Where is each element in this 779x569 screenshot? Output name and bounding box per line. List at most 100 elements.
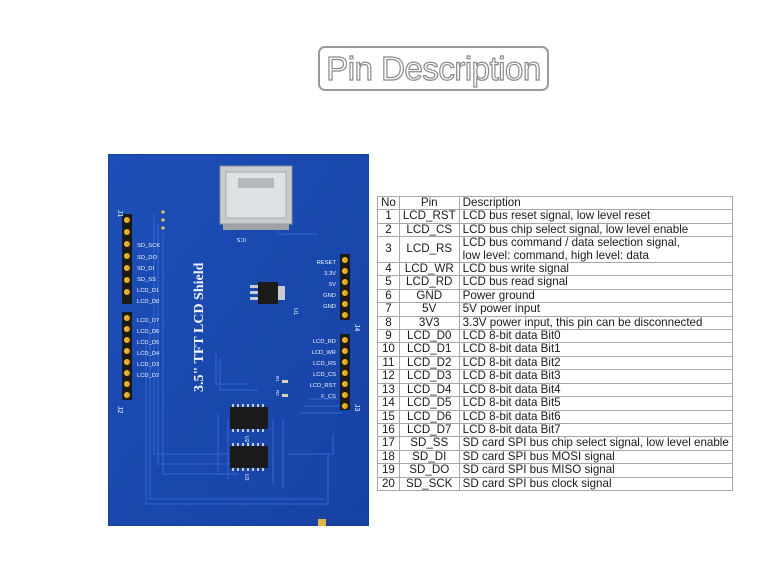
u1-label: U1 xyxy=(292,308,298,315)
cell-description: Power ground xyxy=(458,288,733,304)
voltage-regulator-u1 xyxy=(250,282,285,304)
cell-description: LCD bus command / data selection signal,… xyxy=(458,236,733,264)
resistors xyxy=(282,380,288,397)
label-3v3: 3.3V xyxy=(324,271,336,277)
u4-label: U4 xyxy=(358,510,364,515)
pcb-traces xyxy=(145,169,342,505)
sd-card-slot xyxy=(219,165,293,230)
cell-pin: LCD_D0 xyxy=(398,329,460,344)
j2-label: J2 xyxy=(116,406,123,414)
cell-pin: LCD_RS xyxy=(398,236,460,264)
cell-pin: 3V3 xyxy=(398,315,460,331)
cell-pin: SD_DO xyxy=(398,463,460,478)
cell-description: SD card SPI bus clock signal xyxy=(458,476,733,491)
cell-description: LCD 8-bit data Bit7 xyxy=(458,422,733,438)
header-j3 xyxy=(340,334,350,410)
j1-label: J1 xyxy=(116,210,123,218)
cell-pin: LCD_D4 xyxy=(398,382,460,398)
header-j4 xyxy=(340,254,350,320)
bottom-right-tab xyxy=(318,519,326,526)
header-j2 xyxy=(122,312,132,400)
cell-no: 15 xyxy=(377,409,400,424)
j4-label: J4 xyxy=(353,324,360,332)
cell-no: 2 xyxy=(377,222,400,238)
label-5v: 5V xyxy=(329,282,336,288)
cell-pin: LCD_D6 xyxy=(398,409,460,424)
cell-description: SD card SPI bus MOSI signal xyxy=(458,449,733,465)
ic-u3 xyxy=(230,443,268,471)
cell-pin: LCD_D3 xyxy=(398,369,460,384)
cell-pin: SD_SS xyxy=(398,436,460,451)
cell-description: SD card SPI bus MISO signal xyxy=(458,463,733,478)
cell-pin: SD_SCK xyxy=(398,476,460,491)
label-lcd-wr: LCD_WR xyxy=(312,350,336,356)
label-reset: RESET xyxy=(317,260,337,266)
right-labels-bottom: LCD_RD LCD_WR LCD_RS LCD_CS LCD_RST F_CS xyxy=(310,339,337,400)
label-sd-di: SD_DI xyxy=(137,266,154,272)
header-j1 xyxy=(122,214,132,304)
cell-no: 19 xyxy=(377,463,400,478)
cell-no: 6 xyxy=(377,288,400,304)
label-lcd-d3: LCD_D3 xyxy=(137,362,159,368)
page-title: Pin Description xyxy=(326,49,542,87)
lcd-shield-board: ICS 3.5" TFT LCD Shield J1 J2 SD_SCK SD_… xyxy=(108,154,369,526)
label-gnd-1: GND xyxy=(323,293,336,299)
cell-description: 5V power input xyxy=(458,302,733,317)
label-lcd-d2: LCD_D2 xyxy=(137,373,159,379)
page-title-box: Pin Description xyxy=(318,46,549,91)
cell-no: 17 xyxy=(377,436,400,451)
cell-pin: LCD_D1 xyxy=(398,342,460,357)
cell-pin: LCD_D7 xyxy=(398,422,460,438)
cell-description: LCD 8-bit data Bit0 xyxy=(458,329,733,344)
cell-pin: LCD_RST xyxy=(398,209,460,224)
cell-description: LCD bus chip select signal, low level en… xyxy=(458,222,733,238)
cell-description: LCD 8-bit data Bit5 xyxy=(458,396,733,411)
header-description: Description xyxy=(458,195,733,211)
label-sd-do: SD_DO xyxy=(137,255,157,261)
cell-description: LCD bus read signal xyxy=(458,275,733,290)
header-no: No xyxy=(377,195,400,211)
header-pin: Pin xyxy=(398,195,460,211)
cell-no: 18 xyxy=(377,449,400,465)
label-lcd-d7: LCD_D7 xyxy=(137,318,159,324)
cell-pin: SD_DI xyxy=(398,449,460,465)
board-silkscreen-title: 3.5" TFT LCD Shield xyxy=(192,262,207,392)
via-column xyxy=(161,210,165,230)
label-lcd-rs: LCD_RS xyxy=(313,361,336,367)
cell-description: LCD bus write signal xyxy=(458,262,733,277)
cell-no: 1 xyxy=(377,209,400,224)
ic-u2 xyxy=(230,404,268,432)
label-lcd-d0: LCD_D0 xyxy=(137,299,159,305)
cell-description: LCD 8-bit data Bit6 xyxy=(458,409,733,424)
cell-no: 8 xyxy=(377,315,400,331)
label-lcd-cs: LCD_CS xyxy=(313,372,336,378)
cell-description: LCD 8-bit data Bit4 xyxy=(458,382,733,398)
cell-pin: 5V xyxy=(398,302,460,317)
cell-description: LCD 8-bit data Bit3 xyxy=(458,369,733,384)
label-lcd-rst: LCD_RST xyxy=(310,383,337,389)
cell-no: 9 xyxy=(377,329,400,344)
cell-no: 12 xyxy=(377,369,400,384)
cell-pin: LCD_RD xyxy=(398,275,460,290)
label-lcd-d4: LCD_D4 xyxy=(137,351,160,357)
cell-pin: LCD_D2 xyxy=(398,355,460,371)
cell-no: 3 xyxy=(377,236,400,264)
